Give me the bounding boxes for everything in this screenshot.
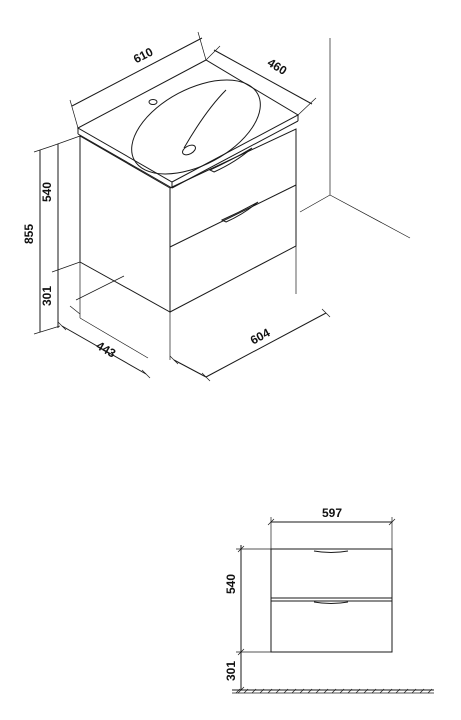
label-height-cabinet: 540 xyxy=(40,182,54,202)
wall-corner xyxy=(299,38,411,239)
dim-height-cabinet: 540 xyxy=(40,135,81,273)
dim-front-width: 597 xyxy=(267,506,396,549)
floor-line xyxy=(232,688,434,694)
label-height-floor: 301 xyxy=(40,286,54,306)
label-width-bottom: 604 xyxy=(248,325,273,347)
dim-depth-bottom: 443 xyxy=(57,321,151,379)
dim-height-floor: 301 xyxy=(40,270,59,328)
front-cabinet xyxy=(270,548,393,653)
label-front-height-cabinet: 540 xyxy=(224,574,238,594)
dim-front-height-floor: 301 xyxy=(224,661,245,694)
front-view: 597 540 301 xyxy=(224,506,434,694)
dim-front-height-cabinet: 540 xyxy=(224,545,271,690)
label-depth-bottom: 443 xyxy=(94,338,119,360)
countertop xyxy=(76,59,300,189)
dim-height-total: 855 xyxy=(22,145,61,335)
floor-footprint xyxy=(69,246,297,360)
label-front-height-floor: 301 xyxy=(224,661,238,681)
front-pull-bottom xyxy=(313,601,349,604)
label-depth-top: 460 xyxy=(265,55,290,78)
cabinet-body xyxy=(79,128,297,313)
dim-width-bottom: 604 xyxy=(169,308,331,382)
label-front-width: 597 xyxy=(322,506,342,520)
label-height-total: 855 xyxy=(22,224,36,244)
front-pull-top xyxy=(313,550,349,553)
basin xyxy=(131,79,261,175)
label-width-top: 610 xyxy=(131,45,155,67)
isometric-view: 610 460 540 855 301 xyxy=(22,31,411,382)
tap-hole xyxy=(148,99,158,105)
